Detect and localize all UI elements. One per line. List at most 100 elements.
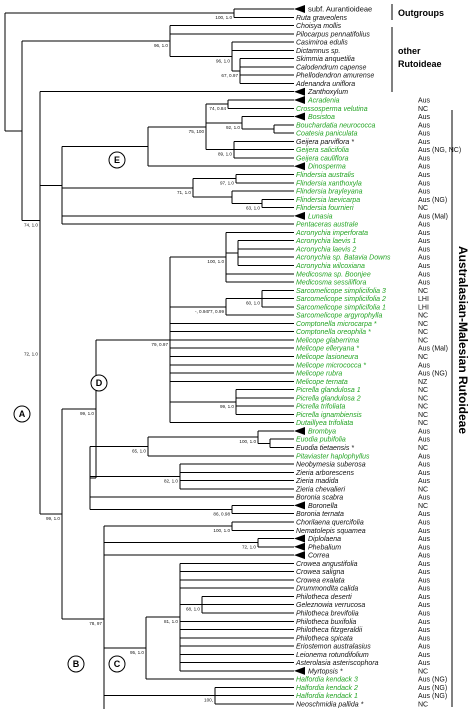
svg-text:E: E <box>114 155 120 165</box>
clade-circle-B: B <box>67 655 85 673</box>
taxon-label: Dictamnus sp. <box>296 48 340 55</box>
support-value: 74, 1.0 <box>24 223 38 228</box>
region-label: Aus <box>418 437 431 444</box>
region-label: Aus (NG) <box>418 677 447 684</box>
taxon-label: Euodia tietaensis * <box>296 445 354 452</box>
taxon-label: subf. Aurantioideae <box>308 5 372 14</box>
region-label: Aus <box>418 155 431 162</box>
taxon-label: Melicope lasioneura <box>296 354 358 361</box>
support-value: 74, 0.84 <box>209 106 226 111</box>
region-label: Aus <box>418 544 431 551</box>
region-label: Aus <box>418 180 431 187</box>
region-label: Aus <box>418 635 431 642</box>
collapsed-clade-triangle <box>294 534 305 543</box>
region-label: Aus <box>418 189 431 196</box>
support-value: 99, 1.0 <box>220 404 234 409</box>
collapsed-clade-triangle <box>294 551 305 560</box>
taxon-label: Philotheca buxifolia <box>296 619 356 626</box>
taxon-label: Acronychia wilcoxiana <box>295 263 365 270</box>
support-value: 100, 1.0 <box>213 528 230 533</box>
region-label: Aus <box>418 619 431 626</box>
taxon-label: Sarcomelicope simplicifolia 1 <box>296 304 386 311</box>
collapsed-clade-triangle <box>294 426 305 435</box>
support-value: 81, 1.0 <box>164 619 178 624</box>
region-label: Aus <box>418 462 431 469</box>
region-label: Aus <box>418 602 431 609</box>
region-label: Aus (Mal) <box>418 213 448 220</box>
support-value: 100, <box>204 698 213 703</box>
taxon-label: Lunasia <box>308 213 333 220</box>
outgroups-bracket: Outgroups <box>391 4 444 20</box>
region-label: Aus <box>418 660 431 667</box>
taxon-label: Pentaceras australe <box>296 222 358 229</box>
region-label: NC <box>418 354 428 361</box>
australasian-malesian-label: Australasian-Malesian Rutoideae <box>456 246 470 434</box>
taxon-label: Geleznowia verrucosa <box>296 602 365 609</box>
region-label: Aus <box>418 610 431 617</box>
taxon-label: Picrella trifoliata <box>296 404 346 411</box>
region-label: Aus (NG) <box>418 693 447 700</box>
support-value: 86, 0.98 <box>213 512 230 517</box>
region-label: Aus <box>418 280 431 287</box>
taxon-label: Crossosperma velutina <box>296 106 368 113</box>
region-label: Aus <box>418 652 431 659</box>
taxon-label: Boronia ternata <box>296 511 344 518</box>
support-value: 96, 1.0 <box>154 43 168 48</box>
support-value: 100, 1.0 <box>207 259 224 264</box>
other-rutoideae-label-line1: other <box>398 46 421 56</box>
region-label: Aus <box>418 495 431 502</box>
taxon-label: Sarcomelicope simplicifolia 3 <box>296 288 386 295</box>
taxon-label: Crowea saligna <box>296 569 344 576</box>
clade-circle-D: D <box>90 374 108 392</box>
taxon-label: Neoschmidia pallida * <box>296 702 364 709</box>
support-value: 71, 1.0 <box>177 190 191 195</box>
taxon-label: Picrella glandulosa 2 <box>296 395 361 402</box>
svg-text:C: C <box>114 659 121 669</box>
support-value: 82, 1.0 <box>164 478 178 483</box>
taxon-label: Sarcomelicope argyrophylla <box>296 313 382 320</box>
taxon-label: Picrella glandulosa 1 <box>296 387 361 394</box>
region-label: Aus <box>418 362 431 369</box>
taxon-label: Skimmia anquetilia <box>296 56 355 63</box>
taxon-label: Acronychia laevis 1 <box>295 238 356 245</box>
region-label: Aus <box>418 536 431 543</box>
taxon-label: Flindersia laevicarpa <box>296 197 360 204</box>
clade-circle-C: C <box>108 655 126 673</box>
region-label: LHI <box>418 304 429 311</box>
taxon-label: Medicosma sessiliflora <box>296 280 367 287</box>
region-label: NC <box>418 205 428 212</box>
region-label: NC <box>418 387 428 394</box>
taxon-label: Adenandra uniflora <box>295 81 355 88</box>
region-label: Aus <box>418 222 431 229</box>
region-label: NC <box>418 395 428 402</box>
region-label: Aus <box>418 569 431 576</box>
support-value: 67, 0.97 <box>221 73 238 78</box>
region-label: Aus <box>418 238 431 245</box>
collapsed-clade-triangle <box>294 666 305 675</box>
taxon-label: Philotheca fitzgeraldii <box>296 627 363 634</box>
taxon-label: Geijera parviflora * <box>296 139 354 146</box>
support-value: 63, 1.0 <box>246 205 260 210</box>
region-label: Aus <box>418 246 431 253</box>
region-label: Aus <box>418 627 431 634</box>
taxon-label: Sarcomelicope simplicifolia 2 <box>296 296 386 303</box>
region-label: Aus <box>418 114 431 121</box>
taxon-label: Phellodendron amurense <box>296 73 374 80</box>
taxon-label: Flindersia australis <box>296 172 355 179</box>
svg-text:B: B <box>73 659 80 669</box>
region-label: Aus (Mal) <box>418 346 448 353</box>
taxon-label: Acronychia imperforata <box>295 230 368 237</box>
taxon-label: Melicope rubra <box>296 371 342 378</box>
region-label: Aus <box>418 528 431 535</box>
taxon-label: Bouchardatia neurococca <box>296 122 375 129</box>
taxon-label: Geijera cauliflora <box>296 155 349 162</box>
taxon-label: Phebalium <box>308 544 341 551</box>
taxon-label: Dutaillyea trifoliata <box>296 420 353 427</box>
collapsed-clade-triangle <box>294 96 305 105</box>
region-label: Aus <box>418 122 431 129</box>
region-label: NC <box>418 503 428 510</box>
taxon-label: Myrtopsis * <box>308 668 343 675</box>
